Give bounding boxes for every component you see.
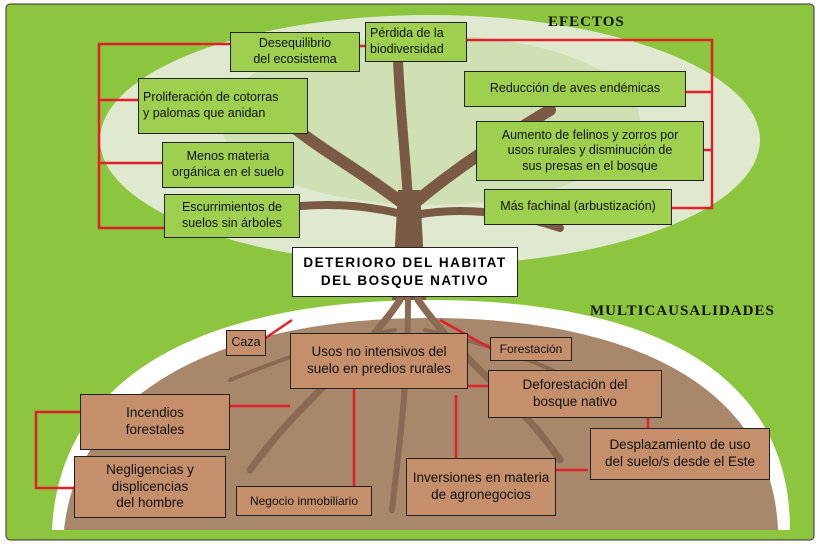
effect-felinos-zorros: Aumento de felinos y zorros por usos rur… <box>476 121 704 181</box>
cause-usos-no-intensivos: Usos no intensivos del suelo en predios … <box>290 333 468 389</box>
central-topic-line1: DETERIORO DEL HABITAT <box>303 254 507 270</box>
cause-deforestacion: Deforestación del bosque nativo <box>488 370 662 418</box>
cause-negligencias: Negligencias y displicencias del hombre <box>74 456 226 518</box>
cause-caza: Caza <box>226 330 266 356</box>
effect-cotorras: Proliferación de cotorras y palomas que … <box>138 78 308 134</box>
cause-inversiones-agronegocios: Inversiones en materia de agronegocios <box>406 458 556 516</box>
causes-heading: MULTICAUSALIDADES <box>590 303 775 319</box>
central-topic: DETERIORO DEL HABITAT DEL BOSQUE NATIVO <box>292 247 518 297</box>
cause-negocio-inmobiliario: Negocio inmobiliario <box>236 486 372 516</box>
cause-desplazamiento: Desplazamiento de uso del suelo/s desde … <box>590 428 770 480</box>
effect-fachinal: Más fachinal (arbustización) <box>484 189 672 225</box>
central-topic-line2: DEL BOSQUE NATIVO <box>320 273 490 288</box>
effect-escurrimientos: Escurrimientos de suelos sin árboles <box>164 194 300 238</box>
effect-biodiversidad: Pérdida de la biodiversidad <box>365 22 467 62</box>
cause-forestacion: Forestación <box>490 337 572 361</box>
effect-aves-endemicas: Reducción de aves endémicas <box>464 71 686 107</box>
cause-incendios: Incendios forestales <box>80 394 230 450</box>
effect-desequilibrio: Desequilibrio del ecosistema <box>230 32 360 72</box>
effect-materia-organica: Menos materia orgánica en el suelo <box>162 142 294 188</box>
effects-heading: EFECTOS <box>548 14 625 30</box>
